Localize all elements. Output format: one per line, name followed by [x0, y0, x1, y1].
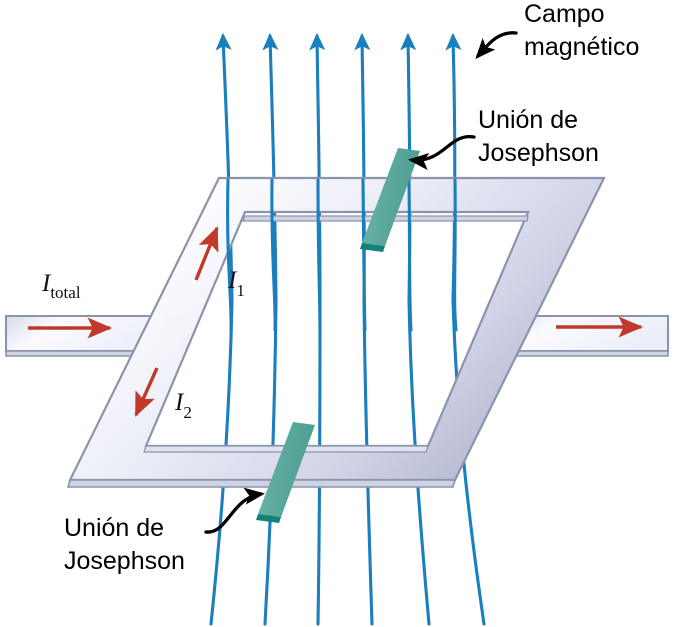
- label-campo-magnetico-line2: magnético: [524, 33, 639, 61]
- label-campo-magnetico-line1: Campo: [524, 0, 605, 28]
- junction-bottom-edge: [256, 514, 281, 523]
- arrow-i1: [194, 226, 219, 281]
- label-junction-bottom-line1: Unión de: [64, 514, 164, 542]
- leader-union-josephson-top: [408, 135, 476, 171]
- label-i-total-subscript: total: [50, 283, 80, 302]
- label-junction-top: Unión de Josephson: [478, 106, 599, 167]
- loop-outer-rail-bottom: [66, 479, 457, 488]
- leader-arrows: [204, 31, 518, 534]
- label-i1-symbol: I: [227, 267, 238, 294]
- label-i1: I1: [227, 267, 245, 300]
- label-i-total: Itotal: [41, 270, 81, 302]
- magnetic-field-lines-front: [226, 178, 458, 332]
- label-junction-bottom: Unión de Josephson: [64, 514, 185, 575]
- label-campo-magnetico: Campo magnético: [524, 0, 639, 61]
- loop-left-notch: [154, 316, 187, 351]
- current-arrows: [28, 226, 644, 417]
- input-lead: [4, 314, 168, 357]
- arrow-i2: [134, 367, 159, 417]
- junction-top-edge: [360, 243, 385, 252]
- label-i2-symbol: I: [174, 389, 185, 416]
- junction-bottom: [256, 422, 315, 523]
- squid-loop: [4, 176, 670, 488]
- label-junction-bottom-line2: Josephson: [64, 547, 185, 575]
- leader-campo-magnetico: [475, 31, 518, 59]
- label-junction-top-line2: Josephson: [478, 139, 599, 167]
- junction-top: [360, 148, 420, 252]
- label-i2-subscript: 2: [183, 403, 192, 422]
- label-i2: I2: [174, 389, 192, 422]
- label-junction-top-line1: Unión de: [478, 106, 578, 134]
- label-i-total-symbol: I: [41, 270, 52, 297]
- text-labels: Campo magnético Unión de Josephson Unión…: [41, 0, 639, 575]
- label-i1-subscript: 1: [236, 281, 245, 300]
- leader-union-josephson-bottom: [204, 487, 265, 534]
